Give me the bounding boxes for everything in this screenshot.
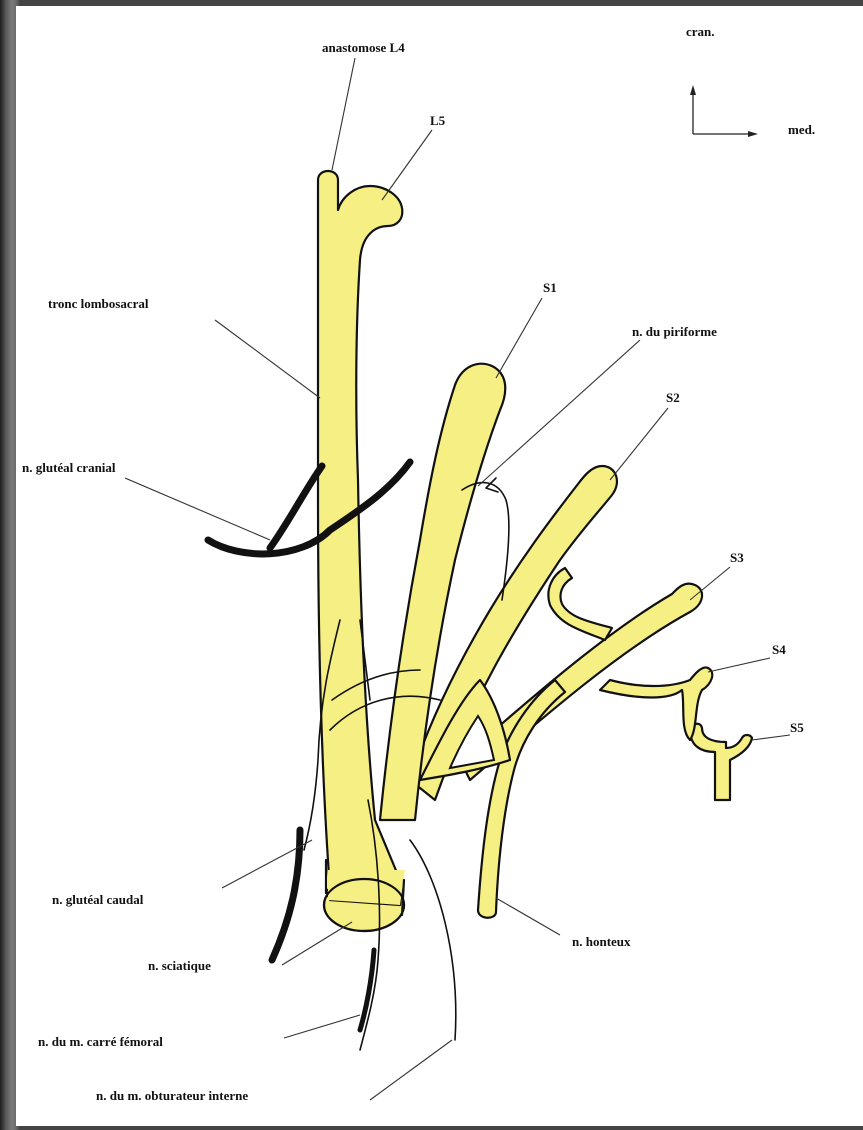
diagram-panel: cran. med. bbox=[16, 6, 863, 1126]
label-medial: med. bbox=[788, 122, 815, 137]
nerve-glutal-cranial bbox=[208, 462, 410, 554]
nerve-s5 bbox=[690, 724, 752, 800]
label-anastomose-l4: anastomose L4 bbox=[322, 40, 405, 55]
labels: anastomose L4 L5 S1 n. du piriforme tron… bbox=[22, 40, 804, 1103]
label-s2: S2 bbox=[666, 390, 680, 405]
leader-lines bbox=[125, 58, 790, 1100]
orientation-indicator: cran. med. bbox=[686, 24, 815, 137]
nerve-s3-loop bbox=[548, 568, 612, 640]
nerve-glutal-caudal bbox=[272, 830, 300, 960]
nerve-obturateur-interne-line bbox=[410, 840, 456, 1040]
label-s1: S1 bbox=[543, 280, 557, 295]
label-s4: S4 bbox=[772, 642, 786, 657]
label-n-glutal-caudal: n. glutéal caudal bbox=[52, 892, 144, 907]
label-n-obturateur-interne: n. du m. obturateur interne bbox=[96, 1088, 248, 1103]
label-n-carre-femoral: n. du m. carré fémoral bbox=[38, 1034, 163, 1049]
label-n-piriforme: n. du piriforme bbox=[632, 324, 717, 339]
label-l5: L5 bbox=[430, 113, 446, 128]
nerve-bundle bbox=[318, 171, 752, 931]
label-s3: S3 bbox=[730, 550, 744, 565]
right-arrow-icon bbox=[748, 131, 758, 137]
sacral-plexus-diagram: cran. med. bbox=[16, 6, 863, 1126]
label-n-sciatique: n. sciatique bbox=[148, 958, 211, 973]
up-arrow-icon bbox=[690, 85, 696, 95]
label-n-honteux: n. honteux bbox=[572, 934, 631, 949]
label-n-glutal-cranial: n. glutéal cranial bbox=[22, 460, 116, 475]
label-cranial: cran. bbox=[686, 24, 715, 39]
label-tronc-lombosacral: tronc lombosacral bbox=[48, 296, 149, 311]
label-s5: S5 bbox=[790, 720, 804, 735]
